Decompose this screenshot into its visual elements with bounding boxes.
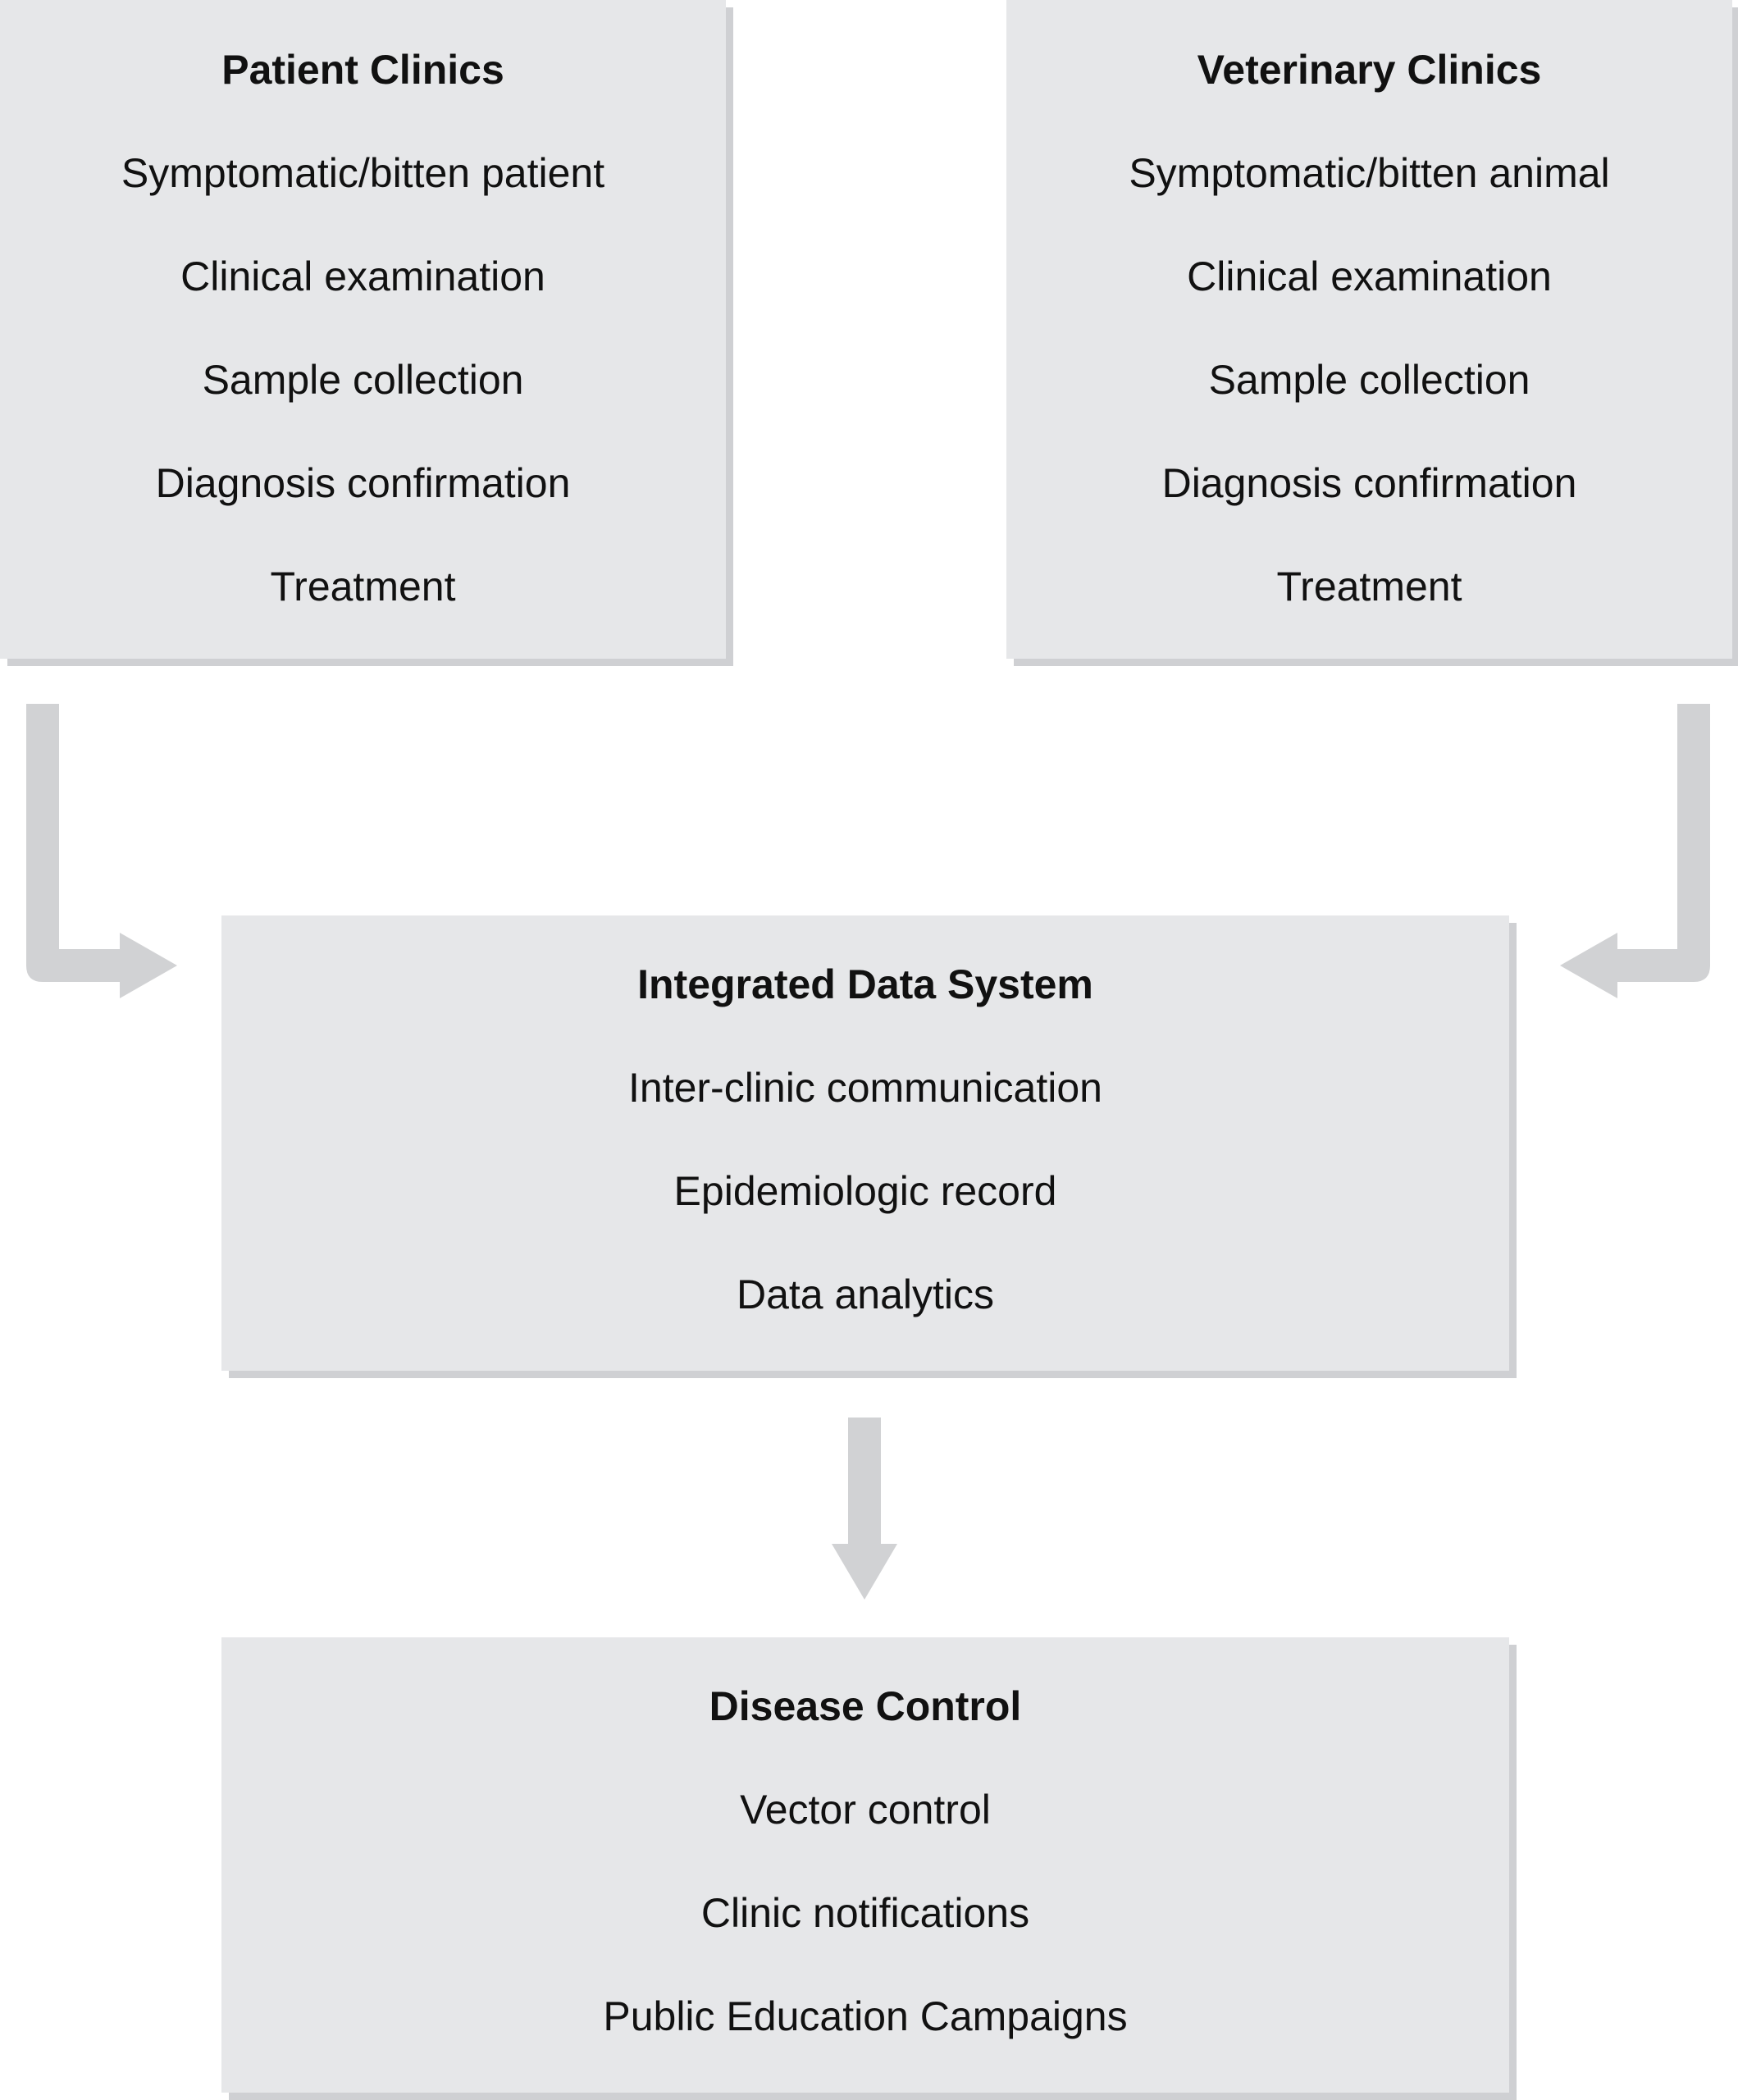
patient-clinics-title: Patient Clinics (221, 47, 504, 93)
arrow-patient-shaft (26, 704, 121, 982)
arrow-vet-to-ids (1560, 704, 1710, 998)
arrow-patient-head (120, 933, 177, 998)
arrow-vet-shaft (1616, 704, 1710, 982)
patient-clinics-item: Sample collection (202, 357, 524, 403)
integrated-data-system-box: Integrated Data System Inter-clinic comm… (221, 915, 1509, 1371)
patient-clinics-box: Patient Clinics Symptomatic/bitten patie… (0, 0, 726, 659)
patient-clinics-item: Treatment (270, 564, 456, 609)
arrow-down-head (832, 1544, 897, 1600)
integrated-data-system-item: Inter-clinic communication (628, 1065, 1102, 1111)
arrow-ids-to-disease-control (832, 1418, 897, 1600)
veterinary-clinics-item: Sample collection (1208, 357, 1530, 403)
arrow-patient-to-ids (26, 704, 177, 998)
disease-control-title: Disease Control (709, 1683, 1022, 1729)
disease-control-item: Vector control (740, 1787, 991, 1833)
veterinary-clinics-item: Symptomatic/bitten animal (1129, 150, 1610, 196)
patient-clinics-item: Clinical examination (180, 253, 545, 299)
disease-control-box: Disease Control Vector control Clinic no… (221, 1637, 1509, 2093)
veterinary-clinics-item: Treatment (1276, 564, 1462, 609)
veterinary-clinics-item: Diagnosis confirmation (1161, 460, 1577, 506)
integrated-data-system-item: Epidemiologic record (673, 1168, 1057, 1214)
veterinary-clinics-item: Clinical examination (1187, 253, 1552, 299)
arrow-vet-head (1560, 933, 1617, 998)
arrow-down-shaft (848, 1418, 881, 1545)
veterinary-clinics-title: Veterinary Clinics (1197, 47, 1542, 93)
disease-control-item: Clinic notifications (700, 1890, 1030, 1936)
disease-control-item: Public Education Campaigns (603, 1993, 1128, 2039)
integrated-data-system-item: Data analytics (736, 1271, 995, 1317)
patient-clinics-item: Diagnosis confirmation (155, 460, 571, 506)
patient-clinics-item: Symptomatic/bitten patient (121, 150, 605, 196)
veterinary-clinics-box: Veterinary Clinics Symptomatic/bitten an… (1006, 0, 1732, 659)
integrated-data-system-title: Integrated Data System (637, 961, 1093, 1007)
